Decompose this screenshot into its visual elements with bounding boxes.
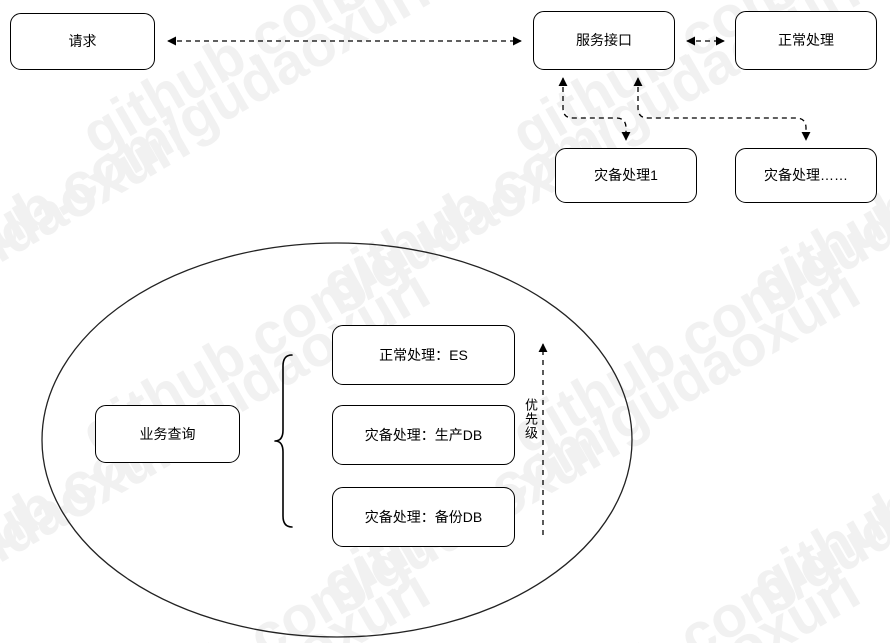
node-normal-handle-label: 正常处理: [778, 32, 834, 49]
priority-axis-label: 优先级: [523, 398, 538, 440]
node-biz-query[interactable]: 业务查询: [95, 405, 240, 463]
node-request-label: 请求: [68, 33, 97, 50]
node-dr-handle-n[interactable]: 灾备处理……: [735, 148, 877, 203]
node-service-api-label: 服务接口: [576, 32, 632, 49]
node-option-prod-db[interactable]: 灾备处理：生产DB: [332, 405, 515, 465]
node-dr-handle-1[interactable]: 灾备处理1: [555, 148, 697, 203]
edge-service-drn: [633, 77, 811, 141]
node-biz-query-label: 业务查询: [139, 425, 196, 442]
node-option-es[interactable]: 正常处理：ES: [332, 325, 515, 385]
node-option-es-label: 正常处理：ES: [379, 346, 468, 363]
node-service-api[interactable]: 服务接口: [533, 11, 675, 70]
node-option-backup-db[interactable]: 灾备处理：备份DB: [332, 487, 515, 547]
node-request[interactable]: 请求: [10, 13, 155, 70]
node-option-prod-db-label: 灾备处理：生产DB: [364, 426, 483, 443]
options-brace: [274, 354, 293, 528]
node-dr-handle-1-label: 灾备处理1: [594, 167, 658, 184]
query-scope-ellipse: [41, 242, 633, 638]
edge-service-dr1: [558, 77, 631, 141]
node-dr-handle-n-label: 灾备处理……: [764, 167, 848, 184]
node-option-backup-db-label: 灾备处理：备份DB: [364, 508, 483, 525]
node-normal-handle[interactable]: 正常处理: [735, 11, 877, 70]
